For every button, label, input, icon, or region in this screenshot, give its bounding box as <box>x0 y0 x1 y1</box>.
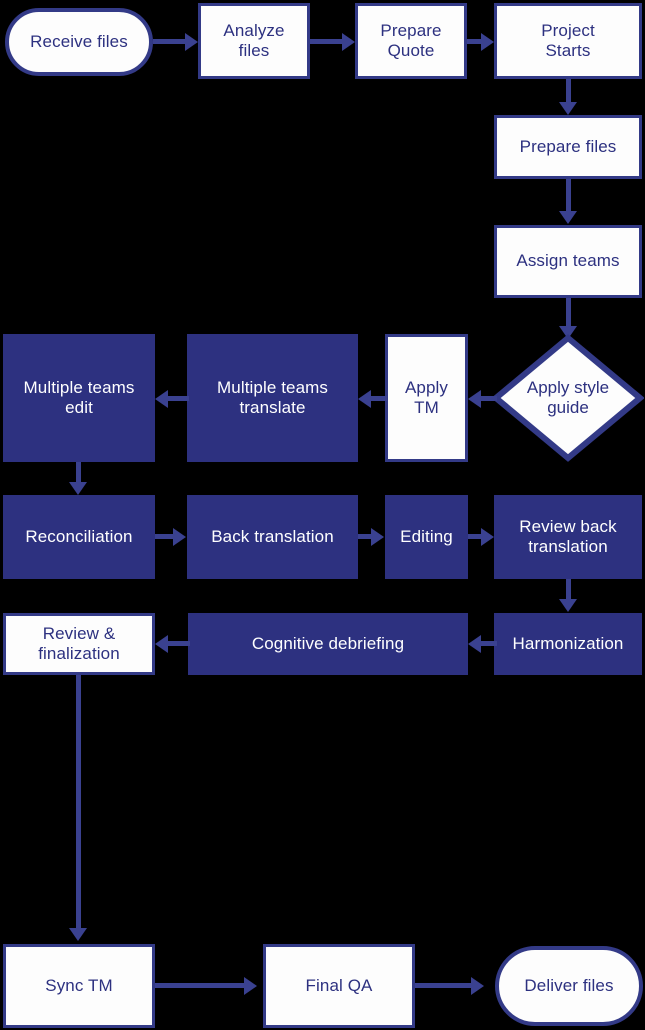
node-label: Apply style guide <box>526 377 610 417</box>
node-prepare-files[interactable]: Prepare files <box>494 115 642 179</box>
edge-quote-to-project <box>467 39 483 44</box>
node-label: Analyze files <box>223 20 285 60</box>
node-label: Prepare files <box>519 136 617 156</box>
arrowhead-reconciliation-to-back-translation <box>173 528 186 546</box>
arrowhead-prepare-files-to-assign-teams <box>559 211 577 224</box>
edge-harmonization-to-cognitive-debriefing <box>481 641 497 646</box>
arrowhead-teams-edit-to-reconciliation <box>69 482 87 495</box>
node-apply-style-guide[interactable]: Apply style guide <box>492 334 644 462</box>
node-label: Multiple teams edit <box>23 377 135 417</box>
arrowhead-teams-translate-to-teams-edit <box>155 390 168 408</box>
arrowhead-final-qa-to-deliver-files <box>471 977 484 995</box>
node-reconciliation[interactable]: Reconciliation <box>3 495 155 579</box>
edge-cognitive-debriefing-to-review-finalization <box>168 641 190 646</box>
node-label: Deliver files <box>524 975 614 995</box>
edge-teams-edit-to-reconciliation <box>76 462 81 484</box>
node-label: Review & finalization <box>38 623 120 663</box>
edge-final-qa-to-deliver-files <box>415 983 472 988</box>
edge-analyze-to-quote <box>310 39 343 44</box>
node-label: Cognitive debriefing <box>251 633 405 653</box>
arrowhead-analyze-to-quote <box>342 33 355 51</box>
node-label: Back translation <box>211 526 334 546</box>
diamond-shape <box>492 334 644 462</box>
node-label: Project Starts <box>541 20 595 60</box>
node-deliver-files[interactable]: Deliver files <box>495 946 643 1026</box>
node-label: Editing <box>400 526 453 546</box>
node-label: Assign teams <box>516 251 620 271</box>
node-harmonization[interactable]: Harmonization <box>494 613 642 675</box>
node-label: Reconciliation <box>25 526 133 546</box>
edge-sync-tm-to-final-qa <box>155 983 245 988</box>
node-cognitive-debriefing[interactable]: Cognitive debriefing <box>188 613 468 675</box>
edge-review-finalization-to-sync-tm <box>76 675 81 930</box>
node-review-back-translation[interactable]: Review back translation <box>494 495 642 579</box>
arrowhead-receive-to-analyze <box>185 33 198 51</box>
edge-project-to-prepare-files <box>566 79 571 104</box>
edge-back-translation-to-editing <box>358 534 372 539</box>
edge-prepare-files-to-assign-teams <box>566 179 571 213</box>
node-review-finalization[interactable]: Review & finalization <box>3 613 155 675</box>
arrowhead-review-back-to-harmonization <box>559 599 577 612</box>
node-label: Prepare Quote <box>380 20 442 60</box>
node-label: Harmonization <box>512 633 624 653</box>
node-label: Multiple teams translate <box>217 377 328 417</box>
arrowhead-assign-teams-to-style-guide <box>559 326 577 339</box>
edge-teams-translate-to-teams-edit <box>168 396 189 401</box>
node-apply-tm[interactable]: Apply TM <box>385 334 468 462</box>
node-label: Review back translation <box>519 516 617 556</box>
node-label: Sync TM <box>45 975 113 995</box>
arrowhead-review-finalization-to-sync-tm <box>69 928 87 941</box>
arrowhead-editing-to-review-back-translation <box>481 528 494 546</box>
arrowhead-back-translation-to-editing <box>371 528 384 546</box>
node-label: Apply TM <box>404 377 449 417</box>
edge-receive-to-analyze <box>153 39 186 44</box>
edge-assign-teams-to-style-guide <box>566 298 571 328</box>
node-prepare-quote[interactable]: Prepare Quote <box>355 3 467 79</box>
arrowhead-style-guide-to-apply-tm <box>468 390 481 408</box>
node-receive-files[interactable]: Receive files <box>5 8 153 76</box>
edge-apply-tm-to-teams-translate <box>371 396 387 401</box>
node-label: Receive files <box>30 31 128 51</box>
node-editing[interactable]: Editing <box>385 495 468 579</box>
arrowhead-cognitive-debriefing-to-review-finalization <box>155 635 168 653</box>
node-sync-tm[interactable]: Sync TM <box>3 944 155 1028</box>
node-project-starts[interactable]: Project Starts <box>494 3 642 79</box>
edge-review-back-to-harmonization <box>566 579 571 601</box>
node-label: Final QA <box>305 975 373 995</box>
node-back-translation[interactable]: Back translation <box>187 495 358 579</box>
edge-editing-to-review-back-translation <box>468 534 482 539</box>
edge-reconciliation-to-back-translation <box>155 534 174 539</box>
node-multiple-teams-edit[interactable]: Multiple teams edit <box>3 334 155 462</box>
arrowhead-sync-tm-to-final-qa <box>244 977 257 995</box>
arrowhead-quote-to-project <box>481 33 494 51</box>
edge-style-guide-to-apply-tm <box>481 396 497 401</box>
node-analyze-files[interactable]: Analyze files <box>198 3 310 79</box>
node-assign-teams[interactable]: Assign teams <box>494 225 642 298</box>
node-multiple-teams-translate[interactable]: Multiple teams translate <box>187 334 358 462</box>
arrowhead-apply-tm-to-teams-translate <box>358 390 371 408</box>
arrowhead-project-to-prepare-files <box>559 102 577 115</box>
arrowhead-harmonization-to-cognitive-debriefing <box>468 635 481 653</box>
node-final-qa[interactable]: Final QA <box>263 944 415 1028</box>
